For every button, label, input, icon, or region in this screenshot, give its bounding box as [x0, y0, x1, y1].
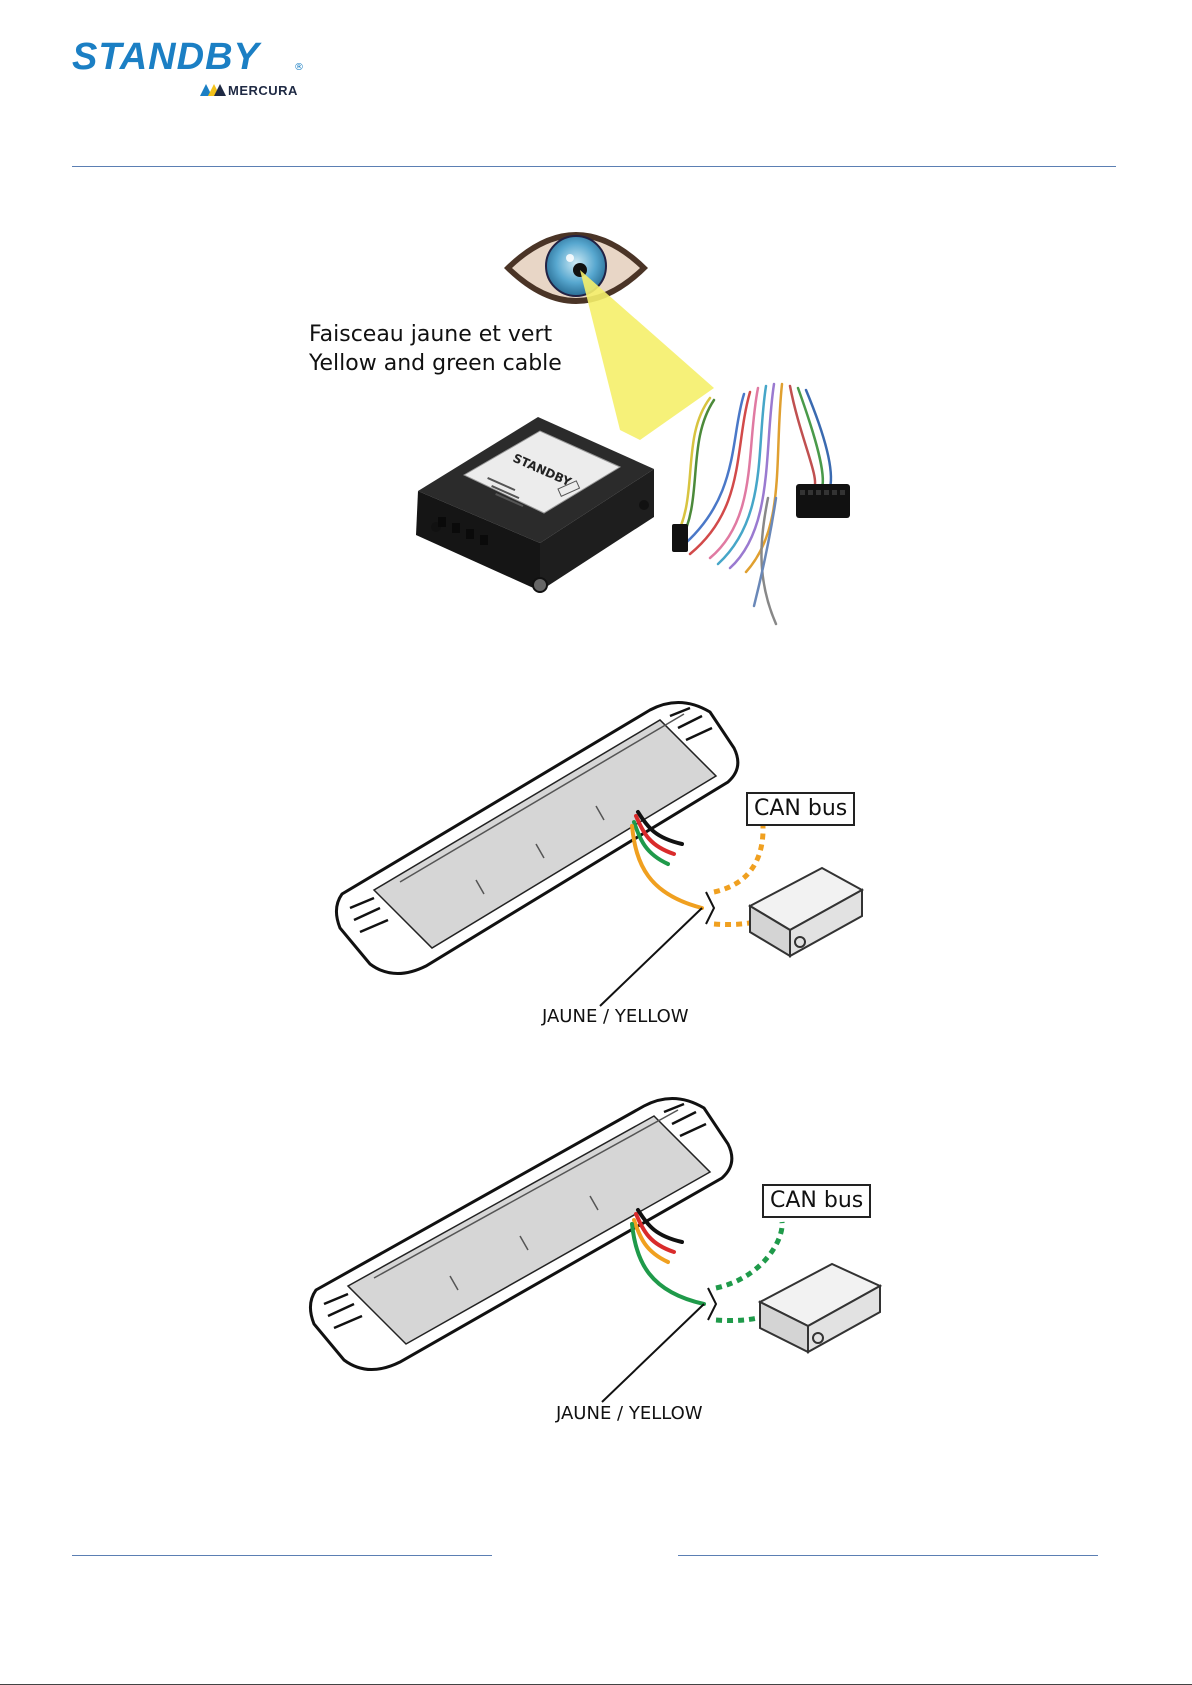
wire-label: JAUNE / YELLOW — [542, 1008, 689, 1026]
mercura-logo-icon — [200, 84, 226, 96]
header-divider — [72, 166, 1116, 167]
control-module-device: STANDBY — [408, 415, 658, 605]
footer-divider-left — [72, 1555, 492, 1556]
lightbar-orange-diagram — [330, 694, 870, 974]
brand-sub-mercura: MERCURA — [228, 83, 298, 98]
canbus-label-box: CAN bus — [746, 792, 855, 826]
footer-divider-right — [678, 1555, 1098, 1556]
registered-mark: ® — [294, 62, 304, 73]
figure-caption-fr: Faisceau jaune et vert — [309, 324, 552, 346]
brand-logo-standby: STANDBY — [72, 38, 260, 76]
figure-caption-en: Yellow and green cable — [309, 353, 562, 375]
canbus-label-box: CAN bus — [762, 1184, 871, 1218]
wire-label: JAUNE / YELLOW — [556, 1405, 703, 1423]
lightbar-green-diagram — [304, 1090, 884, 1370]
wire-harness — [650, 378, 900, 628]
